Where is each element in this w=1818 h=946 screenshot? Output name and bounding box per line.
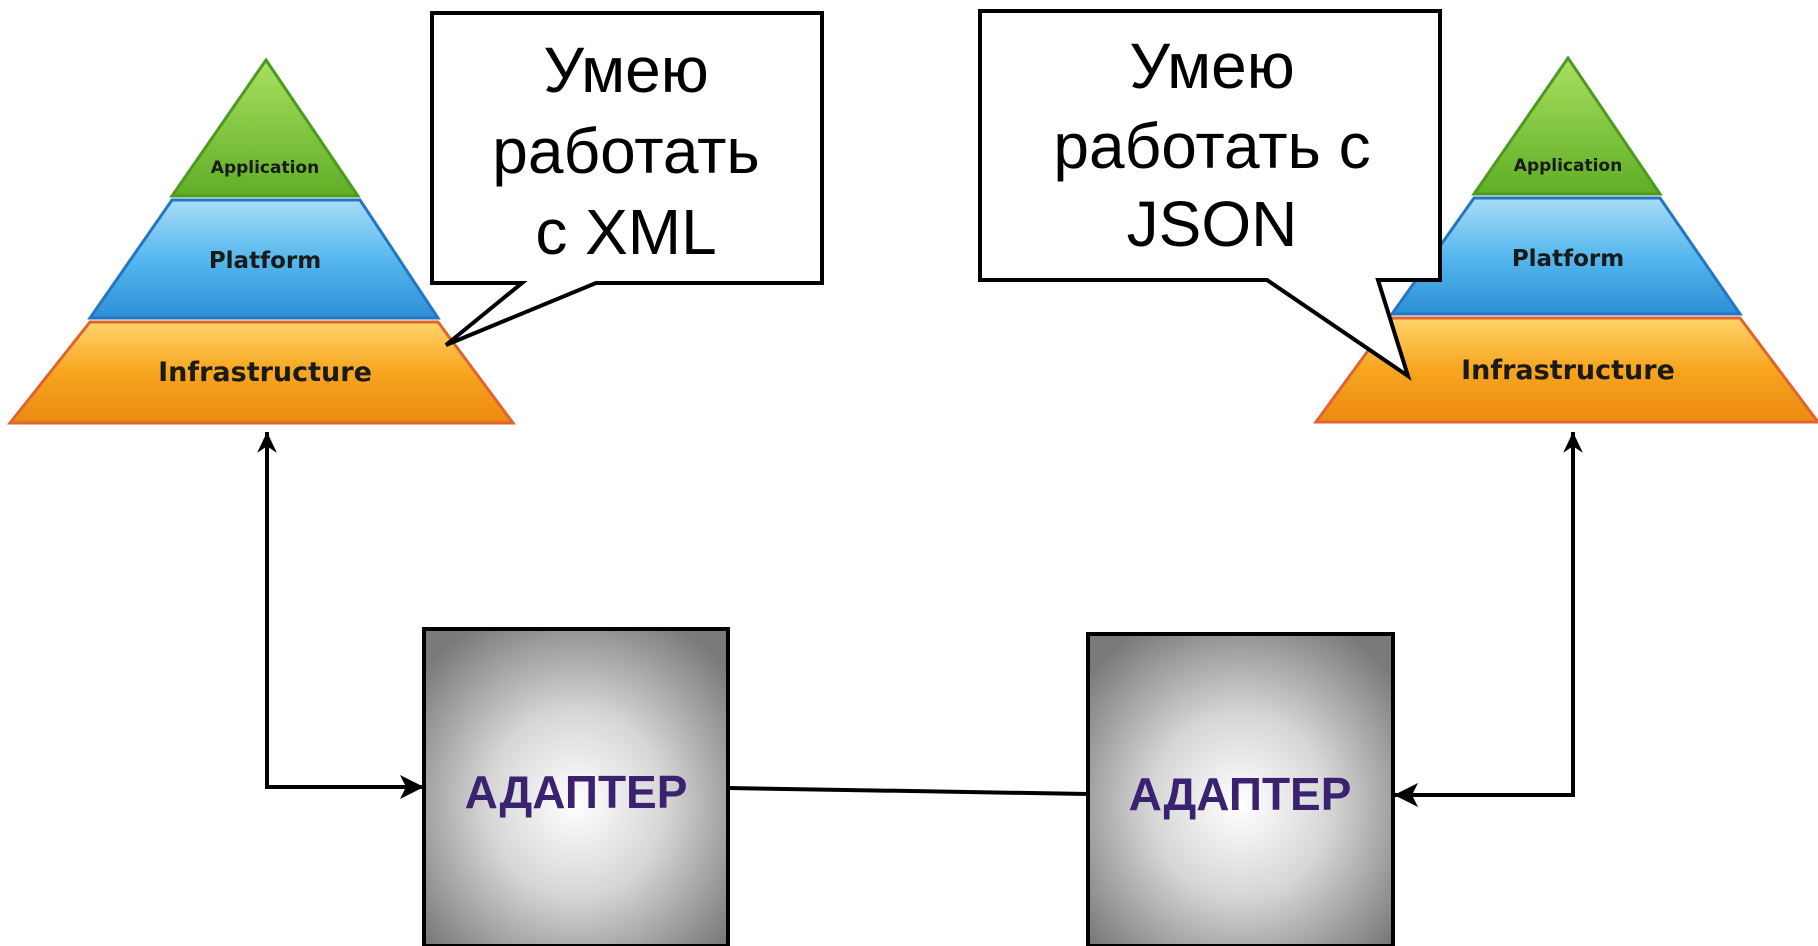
left-connector-arrow xyxy=(257,432,422,789)
left-adapter-box xyxy=(422,627,730,946)
left-pyramid: Application Platform Infrastructure xyxy=(6,57,516,425)
left-application-label: Application xyxy=(211,158,319,178)
left-infrastructure-label: Infrastructure xyxy=(158,357,372,388)
connectors xyxy=(257,432,1583,807)
left-bubble-line-1: Умею xyxy=(543,34,708,106)
left-bubble-line-2: работать xyxy=(492,115,759,187)
right-bubble-shape xyxy=(978,9,1442,381)
left-platform-layer xyxy=(87,198,441,320)
left-infrastructure-layer xyxy=(6,320,516,425)
left-adapter-label: АДАПТЕР xyxy=(465,766,688,818)
right-application-label: Application xyxy=(1514,156,1622,176)
right-infrastructure-label: Infrastructure xyxy=(1461,355,1675,386)
right-adapter-label: АДАПТЕР xyxy=(1129,768,1352,820)
left-adapter: АДАПТЕР xyxy=(422,627,730,946)
left-connector-arrowhead-adapter xyxy=(400,775,424,799)
right-speech-bubble: Умею работать с JSON xyxy=(978,9,1442,381)
right-bubble-line-3: JSON xyxy=(1127,188,1298,260)
right-bubble-line-2: работать с xyxy=(1053,110,1370,182)
right-application-layer xyxy=(1471,55,1663,196)
right-connector-arrow xyxy=(1394,432,1583,797)
right-platform-label: Platform xyxy=(1512,246,1624,272)
left-bubble-line-3: с XML xyxy=(535,196,716,268)
left-application-layer xyxy=(169,57,361,198)
adapter-link-line xyxy=(727,786,1089,796)
left-platform-label: Platform xyxy=(209,248,321,274)
right-adapter-box xyxy=(1086,632,1395,946)
right-adapter: АДАПТЕР xyxy=(1086,632,1395,946)
right-infrastructure-layer xyxy=(1313,316,1818,424)
left-speech-bubble: Умею работать с XML xyxy=(430,11,824,347)
right-connector-arrowhead-adapter xyxy=(1394,783,1418,807)
right-bubble-line-1: Умею xyxy=(1129,30,1294,102)
right-pyramid: Application Platform Infrastructure xyxy=(1313,55,1818,424)
left-bubble-shape xyxy=(430,11,824,347)
